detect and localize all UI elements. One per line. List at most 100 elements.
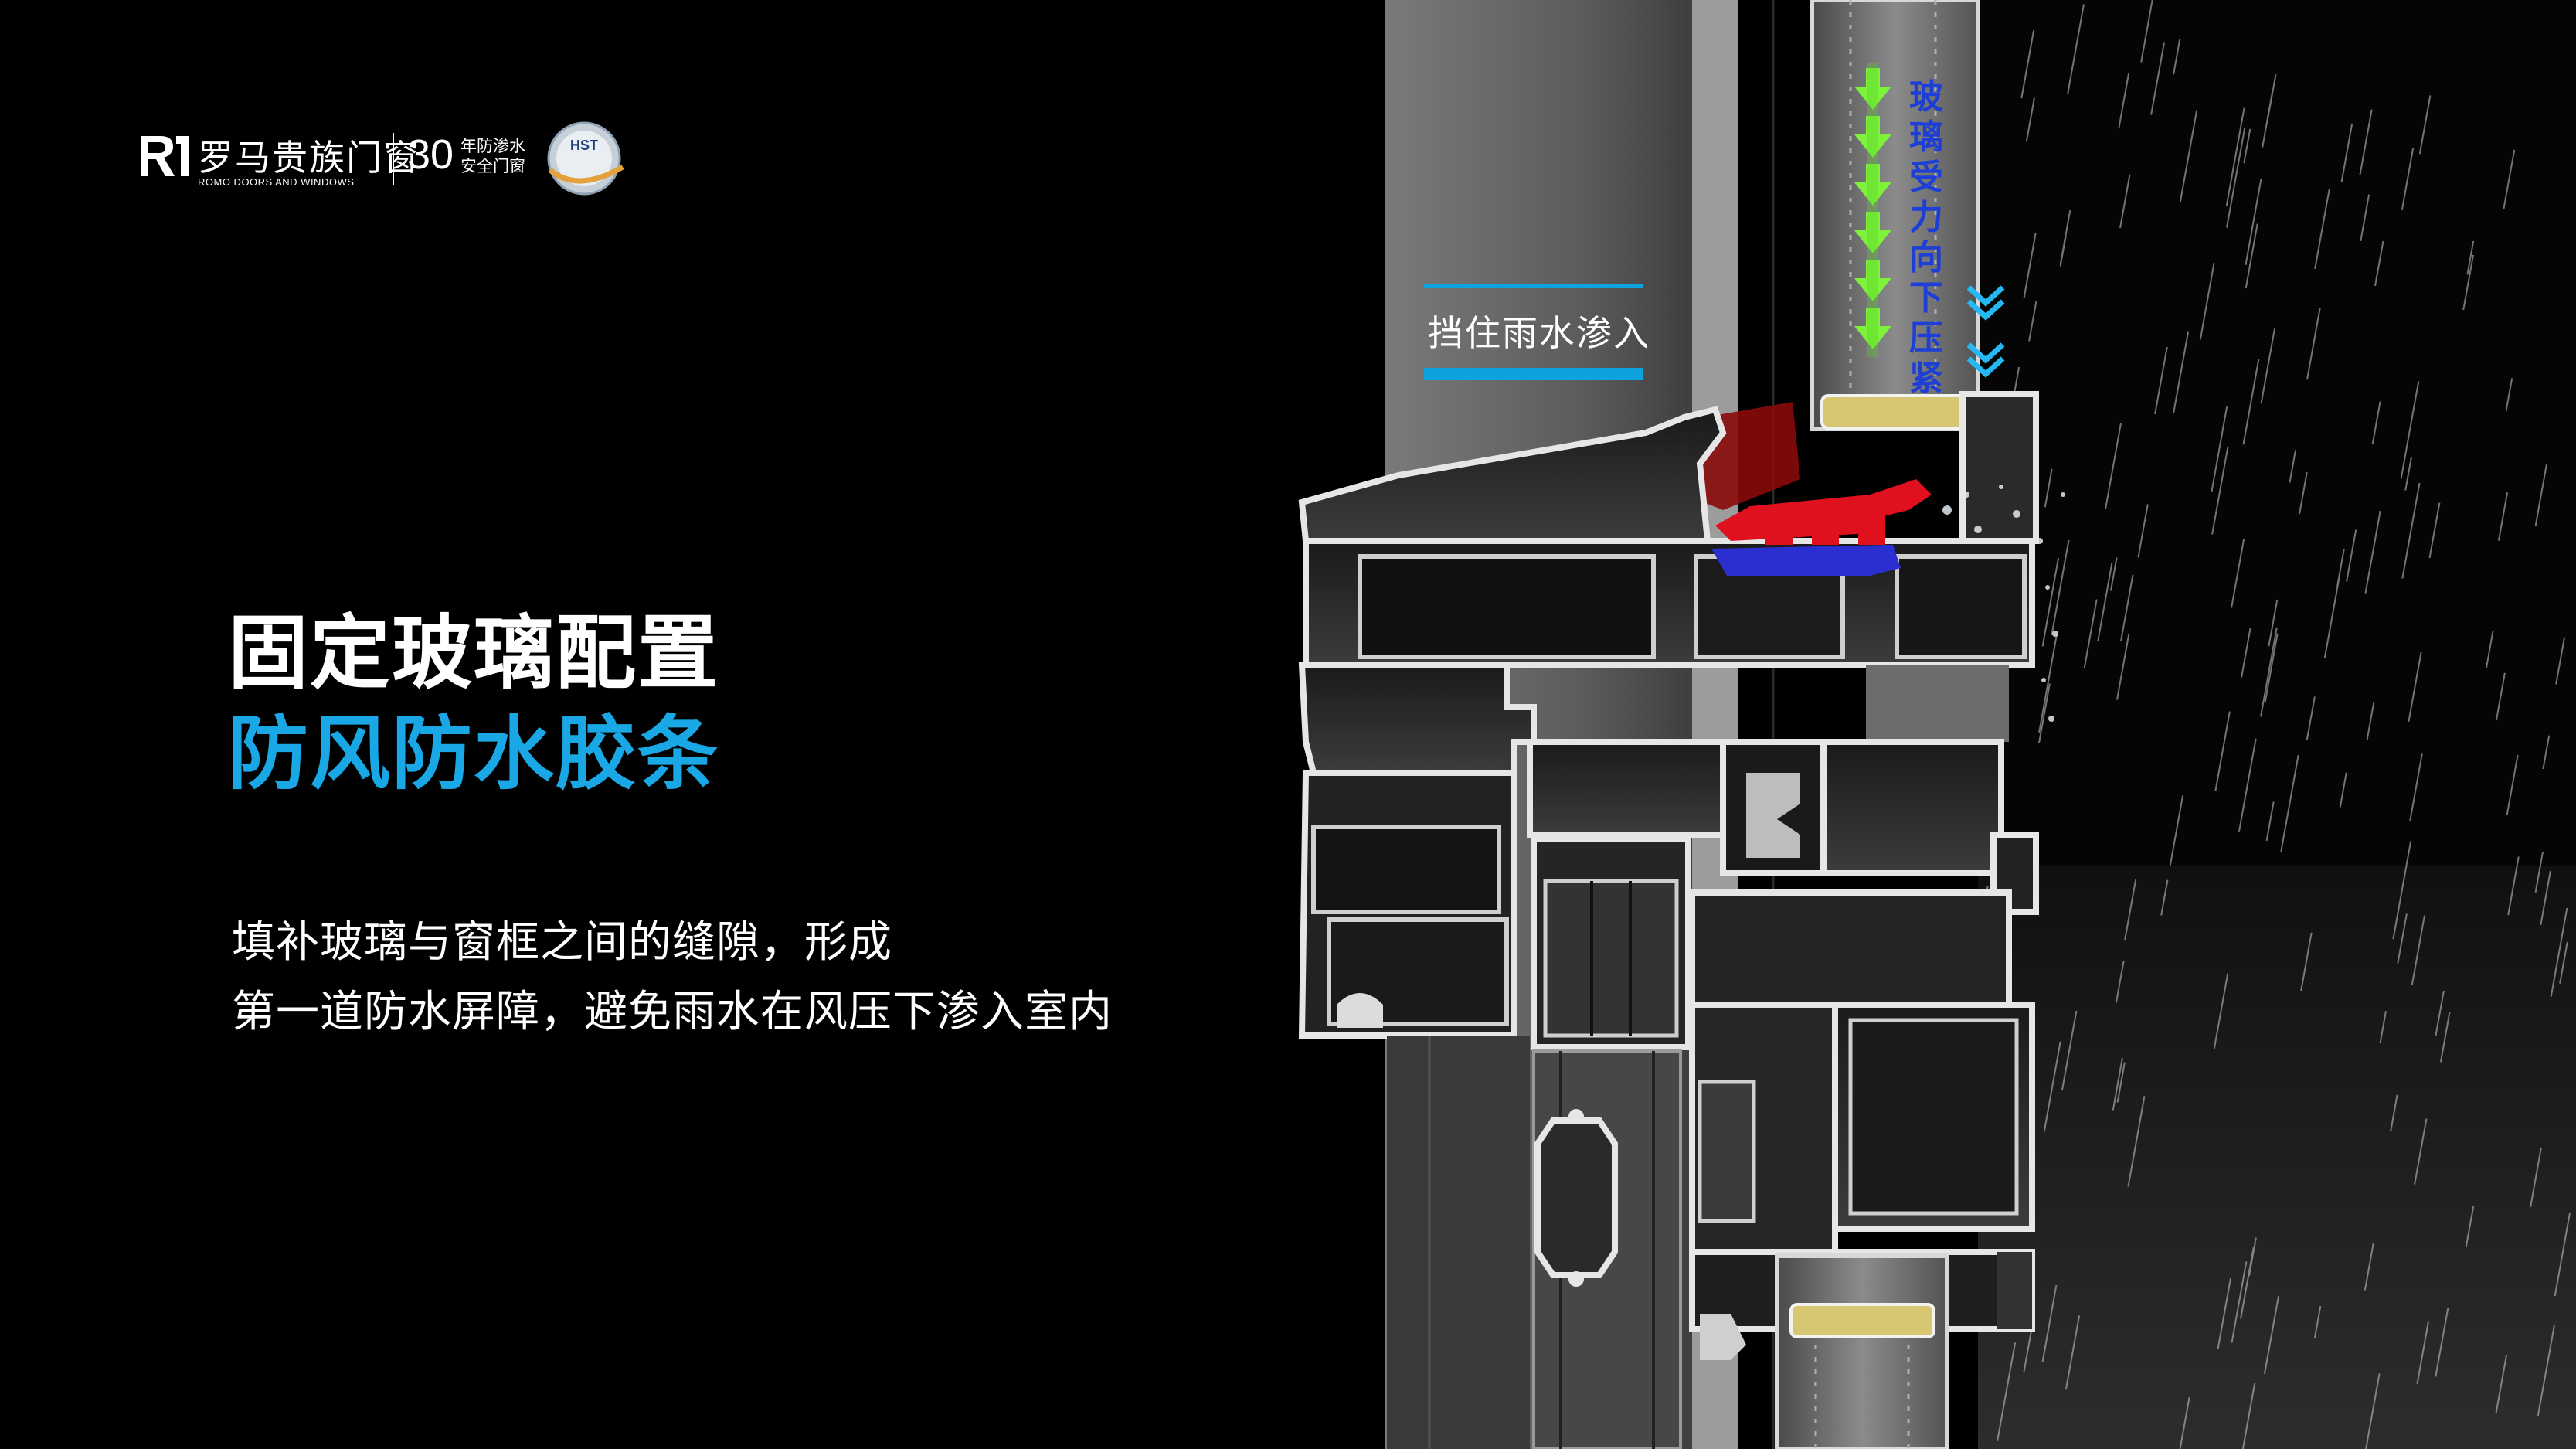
rain-streak [2109, 557, 2118, 591]
rain-block-callout: 挡住雨水渗入 [1424, 284, 1649, 380]
vertical-label-char: 下 [1909, 278, 1943, 318]
rain-streak [2112, 1057, 2123, 1111]
rain-streak [2211, 446, 2229, 535]
rain-streak [2401, 482, 2421, 579]
rain-streak [2179, 110, 2198, 203]
rain-streak [2306, 696, 2316, 740]
rain-streak [2127, 1096, 2146, 1187]
rain-streak [2411, 915, 2425, 985]
rain-streak [2083, 599, 2098, 669]
rain-streak [2225, 107, 2245, 207]
rain-streak [2537, 1325, 2555, 1417]
vertical-label-char: 璃 [1909, 117, 1943, 157]
rain-streak [2418, 95, 2432, 155]
rain-streak [2264, 633, 2279, 703]
rain-streak [2359, 109, 2373, 175]
rain-streak [2542, 735, 2551, 770]
rain-streak [2306, 308, 2321, 380]
rain-streak [2404, 457, 2412, 491]
rain-streak [2169, 795, 2184, 866]
rain-streak [2217, 1278, 2231, 1349]
headline-line1: 固定玻璃配置 [228, 606, 720, 700]
rain-streak [2439, 1012, 2451, 1063]
slogan-line2: 安全门窗 [460, 157, 525, 175]
rain-streak [2245, 179, 2262, 265]
rain-streak [2105, 423, 2122, 509]
rain-streak [2486, 631, 2494, 668]
rain-streak [2540, 870, 2551, 926]
rain-streak [2262, 91, 2274, 148]
rain-streak [2289, 450, 2296, 483]
rain-streak [2371, 401, 2381, 445]
rain-streak [2392, 841, 2412, 940]
rain-streak [2065, 1315, 2081, 1390]
rain-streak [2020, 29, 2035, 99]
rain-streak [2497, 492, 2509, 541]
rain-streak [2173, 39, 2181, 75]
rain-streak [2067, 4, 2085, 94]
vertical-label-char: 压 [1909, 318, 1943, 358]
rain-streak [2390, 1094, 2398, 1132]
rain-streak [2179, 1397, 2190, 1449]
rain-streak [2248, 1237, 2257, 1277]
force-arrows [1854, 63, 1891, 357]
slogan-line1: 年防渗水 [460, 137, 525, 155]
rain-streak [2550, 907, 2568, 997]
rain-streak [2028, 301, 2037, 342]
rain-streak [2346, 529, 2357, 582]
description-line1: 填补玻璃与窗框之间的缝隙，形成 [232, 917, 892, 968]
rain-streak [2214, 711, 2231, 792]
rain-streak [2503, 149, 2516, 209]
rain-streak [2495, 672, 2506, 721]
description-line2: 第一道防水屏障，避免雨水在风压下渗入室内 [232, 987, 1113, 1037]
rain-streak [2041, 557, 2060, 647]
rm-logo-icon [141, 136, 189, 176]
water-chevrons [1966, 285, 2005, 378]
rain-streak [2397, 913, 2408, 964]
brand-name-cn: 罗马贵族门窗 [198, 137, 420, 179]
rain-streak [2263, 1295, 2280, 1375]
rain-streak [2339, 772, 2347, 808]
rain-streak [2226, 128, 2246, 228]
upper-glass-pane [1810, 0, 1980, 431]
rain-streak [2435, 1308, 2449, 1377]
rain-streak [2038, 683, 2051, 743]
rain-streak [2160, 879, 2169, 916]
rain-streak [2364, 1243, 2374, 1291]
headline-line2: 防风防水胶条 [228, 706, 720, 801]
vertical-force-label: 玻璃受力向下压紧 [1899, 77, 1953, 399]
rain-streaks [1973, 0, 2571, 1449]
rain-streak [2137, 504, 2149, 558]
rain-streak [2495, 1355, 2507, 1413]
rain-streak [2199, 263, 2215, 340]
insulation-block [1866, 665, 2009, 742]
rain-streak [2115, 960, 2125, 1003]
hst-badge-icon: HST [547, 121, 624, 196]
rain-streak [2265, 801, 2275, 842]
vertical-label-char: 向 [1909, 238, 1943, 277]
blue-gasket [1711, 545, 1901, 576]
rain-streak [2213, 973, 2229, 1050]
rain-streak [2336, 549, 2345, 587]
rain-streak [2044, 468, 2053, 508]
aluminium-profile [1298, 391, 2065, 1449]
rain-streak [2231, 539, 2245, 608]
logo-slogan: 年防渗水 安全门窗 [460, 136, 525, 176]
rain-streak [2280, 754, 2299, 852]
rain-streak [2116, 1062, 2126, 1103]
rain-streak [2238, 738, 2257, 832]
rain-streak [2360, 194, 2370, 241]
lower-wall [1387, 1036, 1530, 1449]
logo-divider [393, 133, 394, 185]
rain-streak [2154, 346, 2168, 415]
svg-text:30: 30 [407, 131, 454, 178]
glass-spacer-bottom [1789, 1303, 1935, 1338]
rain-streak [2505, 378, 2513, 411]
rain-streak [2120, 574, 2134, 641]
rain-streak [2465, 1205, 2475, 1247]
rain-streak [2466, 240, 2475, 275]
rain-streak [2041, 1284, 2058, 1362]
rain-streak [2414, 1118, 2428, 1185]
